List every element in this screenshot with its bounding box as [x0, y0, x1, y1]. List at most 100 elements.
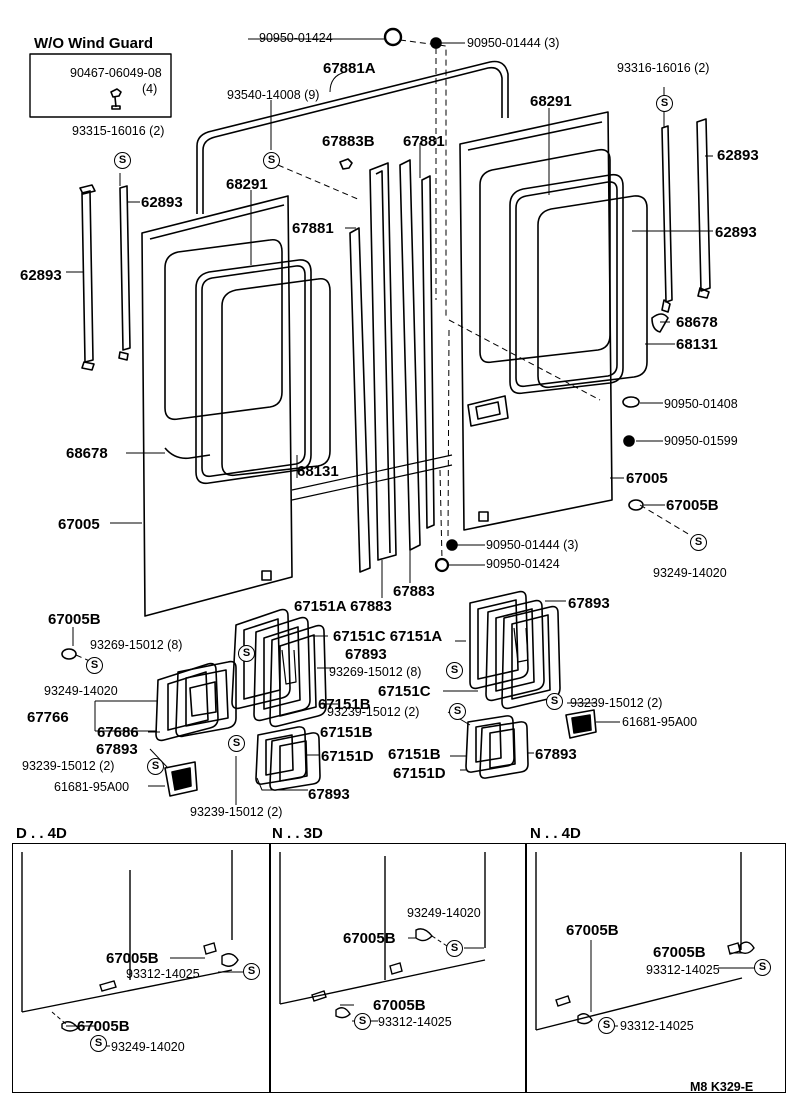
label-93316-16016: 93316-16016 (2) — [617, 61, 710, 75]
screw-symbol: S — [263, 152, 280, 169]
label-90950-01408: 90950-01408 — [664, 397, 738, 411]
label-61681-95a00-right: 61681-95A00 — [622, 715, 698, 729]
label-67881-b: 67881 — [292, 220, 334, 237]
screw-symbol: S — [449, 703, 466, 720]
gasket-small-right — [465, 715, 529, 779]
panel2-label-67005b-b: 67005B — [373, 997, 426, 1014]
screw-symbol: S — [243, 963, 260, 980]
label-67151d-b: 67151D — [393, 765, 446, 782]
label-67893-right-bottom: 67893 — [535, 746, 577, 763]
dashed-assembly-lines — [75, 39, 691, 663]
screw-symbol: S — [446, 662, 463, 679]
label-90950-01424-bottom: 90950-01424 — [486, 557, 560, 571]
label-67686: 67686 — [97, 724, 139, 741]
grommet-90950-01424 — [383, 27, 403, 47]
label-67883: 67883 — [393, 583, 435, 600]
leader-lines-lower — [94, 600, 620, 805]
label-67893-right-top: 67893 — [568, 595, 610, 612]
clip-61681-95a00-left — [164, 761, 198, 797]
detail-panel-n-3d — [270, 843, 526, 1093]
label-68291-right: 68291 — [530, 93, 572, 110]
label-62893-right-top: 62893 — [717, 147, 759, 164]
label-67893-center: 67893 — [345, 646, 387, 663]
screw-symbol: S — [238, 645, 255, 662]
screw-symbol: S — [114, 152, 131, 169]
label-62893-left-mid: 62893 — [20, 267, 62, 284]
screw-symbol: S — [546, 693, 563, 710]
left-strip-62893-a — [81, 190, 94, 363]
wind-guard-heading: W/O Wind Guard — [34, 35, 154, 52]
wind-guard-qty: (4) — [142, 82, 158, 96]
label-93239-15012-left: 93239-15012 (2) — [22, 759, 115, 773]
label-67151b-b: 67151B — [320, 724, 373, 741]
panel1-label-67005b-b: 67005B — [77, 1018, 130, 1035]
left-strip-62893-b — [119, 185, 131, 351]
label-93315-16016: 93315-16016 (2) — [72, 124, 165, 138]
right-strip-62893-b — [696, 118, 711, 292]
detail-panels-drawings — [21, 850, 755, 1032]
wind-guard-part-number: 90467-06049-08 — [70, 66, 162, 80]
panel1-label-93249-14020: 93249-14020 — [111, 1040, 185, 1054]
label-61681-95a00-left: 61681-95A00 — [54, 780, 130, 794]
detail-panel-n-4d — [526, 843, 786, 1093]
label-67151d-a: 67151D — [321, 748, 374, 765]
screw-symbol: S — [754, 959, 771, 976]
center-rail-67883b — [399, 159, 421, 551]
panel3-label-67005b-a: 67005B — [566, 922, 619, 939]
center-rail-67881-a — [349, 227, 371, 573]
right-door-panel-67005 — [459, 111, 613, 531]
clip-61681-95a00-right — [565, 709, 597, 739]
label-90950-01424-top: 90950-01424 — [259, 31, 333, 45]
label-93249-14020-right: 93249-14020 — [653, 566, 727, 580]
label-67883b: 67883B — [322, 133, 375, 150]
label-93239-15012-mid: 93239-15012 (2) — [327, 705, 420, 719]
label-67151c-67151a: 67151C 67151A — [333, 628, 443, 645]
label-93239-15012-right: 93239-15012 (2) — [570, 696, 663, 710]
screw-symbol: S — [90, 1035, 107, 1052]
footer-code: M8 K329-E — [690, 1080, 754, 1094]
right-glass-68131 — [537, 195, 648, 389]
screw-symbol: S — [86, 657, 103, 674]
panel2-label-93249-14020: 93249-14020 — [407, 906, 481, 920]
label-93239-15012-bottom: 93239-15012 (2) — [190, 805, 283, 819]
screw-symbol: S — [446, 940, 463, 957]
door-handle-recess — [467, 395, 509, 427]
gasket-group-right — [469, 590, 561, 710]
gasket-small-center — [255, 726, 321, 791]
label-93540-14008: 93540-14008 (9) — [227, 88, 320, 102]
label-67005b-left: 67005B — [48, 611, 101, 628]
label-67151b-67151d: 67151B — [388, 746, 441, 763]
label-67881a: 67881A — [323, 60, 376, 77]
label-67893-center-bottom: 67893 — [308, 786, 350, 803]
screw-symbol: S — [354, 1013, 371, 1030]
label-67005b-right: 67005B — [666, 497, 719, 514]
panel-heading-d-4d: D . . 4D — [16, 825, 67, 842]
center-rail-67883-a — [369, 162, 397, 561]
label-67151a-67883: 67151A 67883 — [294, 598, 392, 615]
panel1-label-93312-14025: 93312-14025 — [126, 967, 200, 981]
label-67766: 67766 — [27, 709, 69, 726]
left-door-panel-67005 — [141, 195, 293, 617]
door-weatherstrip-67881a — [196, 60, 509, 214]
panel3-label-93312-14025-a: 93312-14025 — [646, 963, 720, 977]
label-67151c: 67151C — [378, 683, 431, 700]
label-62893-left-top: 62893 — [141, 194, 183, 211]
gasket-group-center — [231, 608, 327, 728]
label-68678-right: 68678 — [676, 314, 718, 331]
label-90950-01444-top: 90950-01444 (3) — [467, 36, 560, 50]
label-90950-01444-bottom: 90950-01444 (3) — [486, 538, 579, 552]
panel-heading-n-3d: N . . 3D — [272, 825, 323, 842]
screw-symbol: S — [690, 534, 707, 551]
panel-heading-n-4d: N . . 4D — [530, 825, 581, 842]
label-67881-a: 67881 — [403, 133, 445, 150]
screw-symbol: S — [228, 735, 245, 752]
label-67005-right: 67005 — [626, 470, 668, 487]
label-67005-left: 67005 — [58, 516, 100, 533]
label-67151b-a: 67151B — [318, 696, 371, 713]
panel3-label-67005b-b: 67005B — [653, 944, 706, 961]
screw-symbol: S — [147, 758, 164, 775]
panel2-label-67005b-a: 67005B — [343, 930, 396, 947]
screw-symbol: S — [598, 1017, 615, 1034]
gasket-group-left — [155, 660, 237, 742]
label-67893-left: 67893 — [96, 741, 138, 758]
